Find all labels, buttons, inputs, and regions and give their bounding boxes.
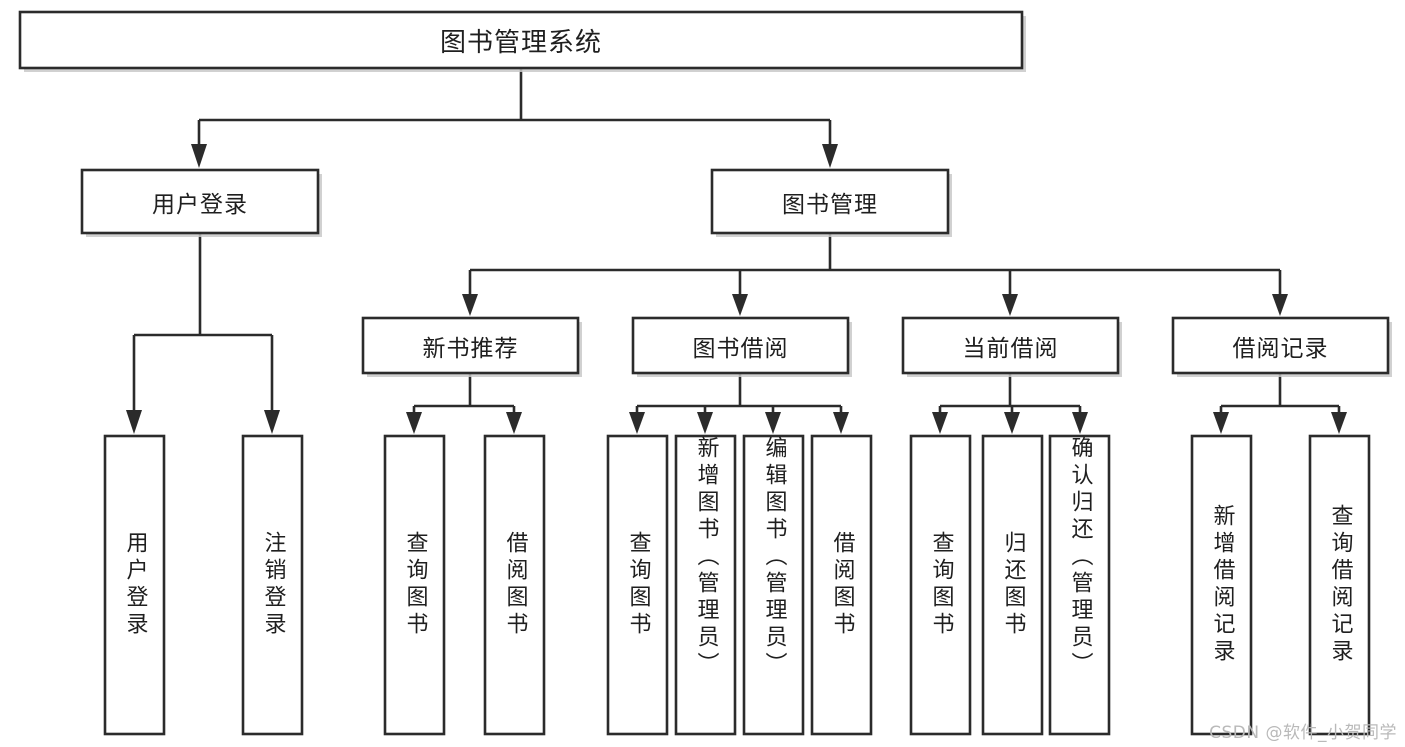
arrowhead-current-borrow: [1002, 294, 1018, 316]
node-box-leaf-bb-borrow-book[interactable]: [810, 434, 873, 736]
node-box-current-borrow[interactable]: [901, 316, 1120, 375]
node-box-borrow-record[interactable]: [1171, 316, 1390, 375]
arrowhead-user-login: [191, 144, 207, 168]
arrowhead-new-book-rec: [462, 294, 478, 316]
arrowhead-br-query-record: [1331, 412, 1347, 434]
node-box-leaf-nbr-borrow-book[interactable]: [483, 434, 546, 736]
node-box-leaf-logout[interactable]: [241, 434, 304, 736]
connectors: [126, 68, 1347, 434]
node-box-book-manage[interactable]: [710, 168, 950, 235]
arrowhead-nbr-query-book: [406, 412, 422, 434]
arrowhead-cb-return-book: [1004, 412, 1020, 434]
node-box-leaf-bb-edit-book[interactable]: [742, 434, 805, 736]
node-box-leaf-bb-add-book[interactable]: [674, 434, 737, 736]
arrowhead-bb-edit-book: [765, 412, 781, 434]
node-box-leaf-cb-return-book[interactable]: [981, 434, 1044, 736]
arrowhead-bb-add-book: [697, 412, 713, 434]
node-box-leaf-nbr-query-book[interactable]: [383, 434, 446, 736]
node-box-leaf-br-add-record[interactable]: [1190, 434, 1253, 736]
arrowhead-borrow-record: [1272, 294, 1288, 316]
arrowhead-leaf-logout: [264, 410, 280, 434]
node-box-new-book-rec[interactable]: [361, 316, 580, 375]
node-box-book-borrow[interactable]: [631, 316, 850, 375]
node-box-user-login[interactable]: [80, 168, 320, 235]
arrowhead-nbr-borrow-book: [506, 412, 522, 434]
node-box-leaf-bb-query-book[interactable]: [606, 434, 669, 736]
arrowhead-bb-query-book: [629, 412, 645, 434]
arrowhead-leaf-user-login: [126, 410, 142, 434]
node-box-root[interactable]: [18, 10, 1024, 70]
node-box-leaf-cb-confirm-return[interactable]: [1048, 434, 1111, 736]
node-box-leaf-br-query-record[interactable]: [1308, 434, 1371, 736]
arrowhead-bb-borrow-book: [833, 412, 849, 434]
arrowhead-book-manage: [822, 144, 838, 168]
node-boxes: [18, 10, 1392, 736]
arrowhead-cb-confirm-return: [1072, 412, 1088, 434]
arrowhead-book-borrow: [732, 294, 748, 316]
node-box-leaf-cb-query-book[interactable]: [909, 434, 972, 736]
arrowhead-cb-query-book: [932, 412, 948, 434]
node-box-leaf-user-login[interactable]: [103, 434, 166, 736]
arrowhead-br-add-record: [1213, 412, 1229, 434]
